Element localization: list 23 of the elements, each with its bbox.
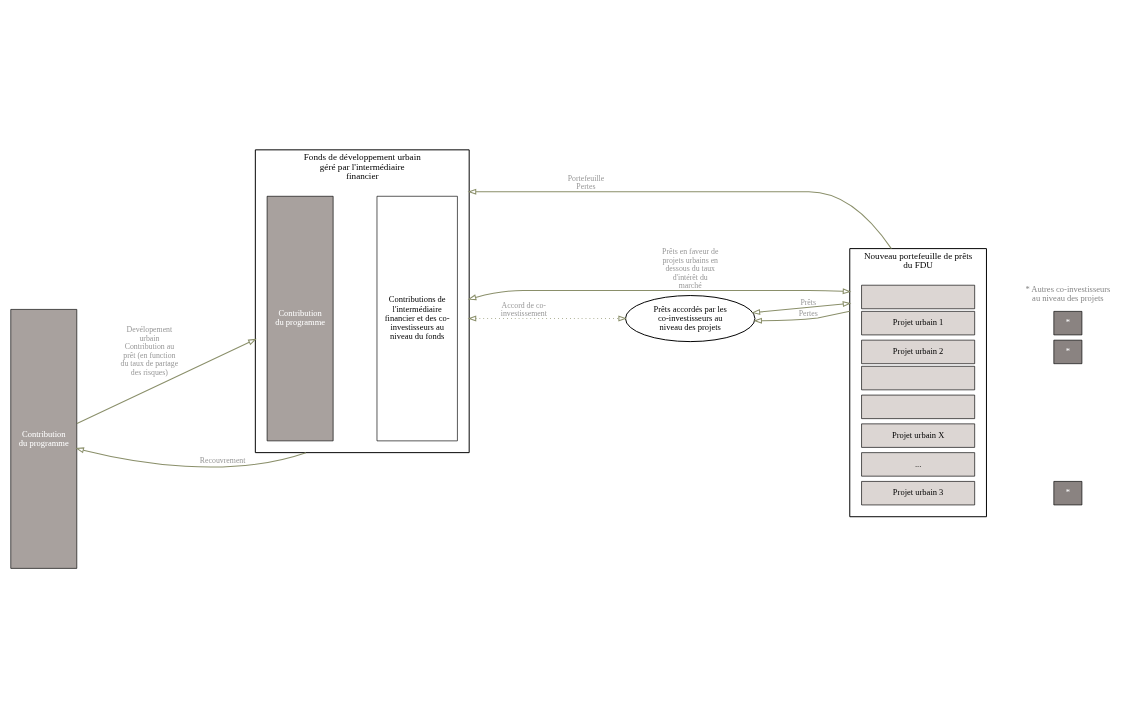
node-box (861, 394, 975, 419)
node-box: Projet urbain X (861, 423, 975, 448)
node-box: * (1053, 311, 1083, 336)
arrow (467, 188, 892, 250)
arrow (751, 301, 852, 315)
node-box: ... (861, 452, 975, 477)
node-box: Projet urbain 2 (861, 339, 975, 364)
arrow (753, 310, 851, 324)
node-box: Contribution du programme (266, 195, 334, 442)
node-box: Contributions de l'intermédiaire financier et des co-investisseurs au niveau du fonds (376, 195, 458, 442)
arrow (467, 315, 627, 322)
label: * Autres co-investisseurs au niveau des projets (1025, 284, 1111, 304)
node-box (861, 284, 975, 310)
arrow (467, 288, 852, 301)
node-box: Projet urbain 3 (861, 481, 975, 506)
node-box: * (1053, 339, 1083, 364)
arrow (76, 338, 257, 425)
node-box: Projet urbain 1 (861, 311, 975, 336)
node-ellipse: Prêts accordés par les co-investisseurs au niveau des projets (625, 295, 756, 343)
arrow (75, 447, 307, 468)
node-box: Contribution du programme (10, 309, 78, 569)
node-box (861, 366, 975, 391)
node-box: * (1053, 481, 1083, 506)
